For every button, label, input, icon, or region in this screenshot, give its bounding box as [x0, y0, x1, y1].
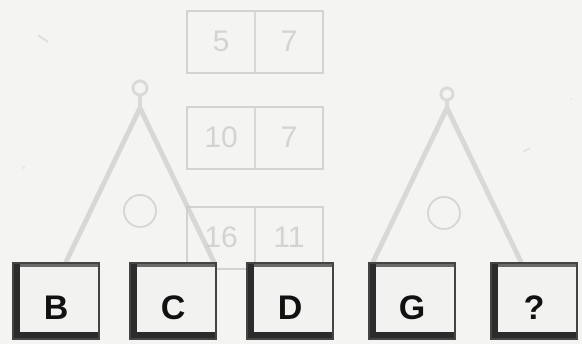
background-box-bottom-right-value: 11: [254, 208, 322, 268]
background-box-middle: 10 7: [186, 106, 324, 170]
right-triangle-circle: [427, 196, 461, 230]
option-b-button[interactable]: B: [12, 262, 100, 340]
option-d-button[interactable]: D: [246, 262, 334, 340]
scan-noise: [22, 166, 25, 169]
left-triangle-circle: [123, 194, 157, 228]
background-box-bottom: 16 11: [186, 206, 324, 270]
option-c-button[interactable]: C: [129, 262, 217, 340]
scan-noise: [570, 98, 572, 100]
paper-mark: [523, 148, 530, 152]
option-b-label: B: [14, 289, 98, 328]
background-box-middle-right-value: 7: [254, 108, 322, 168]
paper-mark: [38, 35, 48, 42]
option-c-label: C: [131, 289, 215, 328]
background-box-top-right-value: 7: [254, 12, 322, 72]
background-box-bottom-left-value: 16: [188, 208, 254, 268]
option-g-button[interactable]: G: [368, 262, 456, 340]
background-box-top: 5 7: [186, 10, 324, 74]
answer-options: B C D G ?: [0, 262, 582, 344]
missing-answer-button[interactable]: ?: [490, 262, 578, 340]
background-box-middle-left-value: 10: [188, 108, 254, 168]
option-d-label: D: [248, 289, 332, 328]
missing-answer-label: ?: [492, 289, 576, 328]
right-triangle-top-dot: [441, 88, 453, 100]
option-g-label: G: [370, 289, 454, 328]
background-box-top-left-value: 5: [188, 12, 254, 72]
left-triangle-top-dot: [133, 81, 147, 95]
right-triangle: [373, 108, 521, 262]
